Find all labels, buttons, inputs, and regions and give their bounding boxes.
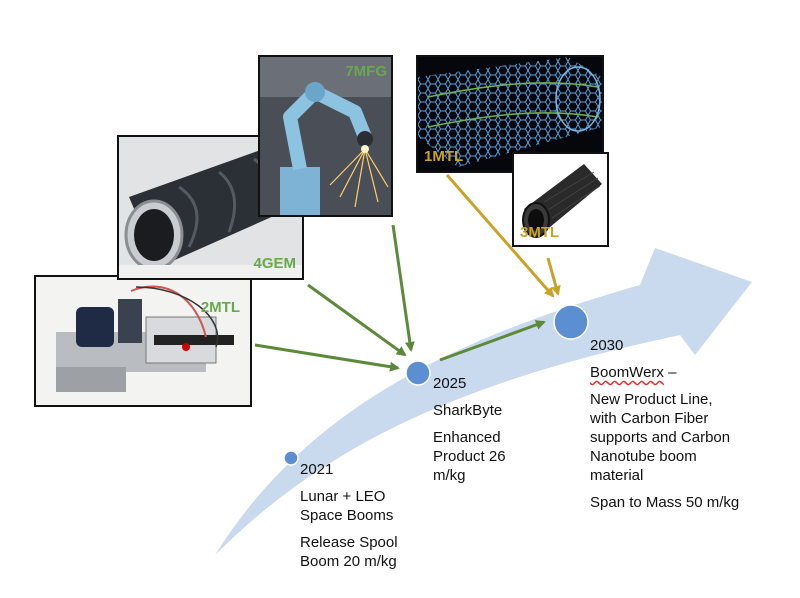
milestone-2030-name-suffix: – [663, 364, 677, 381]
milestone-2030-line4: Nanotube boom [590, 448, 697, 465]
milestone-2030-title: BoomWerx – [590, 363, 739, 382]
milestone-2025-line3: m/kg [433, 467, 466, 484]
milestone-2025-line2: Product 26 [433, 448, 506, 465]
photo-3mtl: 3MTL [512, 152, 609, 247]
milestone-2021-line1: Lunar + LEO [300, 488, 386, 505]
milestone-2025-name: SharkByte [433, 402, 503, 419]
milestone-2025-line1: Enhanced [433, 429, 501, 446]
photo-7mfg: 7MFG [258, 55, 393, 217]
connector-2025-2030 [439, 320, 546, 362]
milestone-2025: 2025 SharkByte Enhanced Product 26 m/kg [433, 374, 506, 485]
connector-2mtl [254, 343, 400, 372]
connector-3mtl [546, 257, 561, 296]
photo-label-1mtl: 1MTL [424, 148, 464, 165]
milestone-2030-line2: with Carbon Fiber [590, 410, 709, 427]
node-2025 [405, 360, 431, 386]
connector-1mtl [445, 174, 555, 298]
photo-label-2mtl: 2MTL [200, 299, 240, 316]
milestone-2021-line4: Boom 20 m/kg [300, 553, 397, 570]
timeline-arrow [215, 248, 752, 555]
milestone-2030-name: BoomWerx [590, 364, 664, 381]
photo-label-4gem: 4GEM [253, 255, 296, 272]
milestone-2021: 2021 Lunar + LEO Space Booms Release Spo… [300, 460, 398, 571]
photo-2mtl: 2MTL [34, 275, 252, 407]
milestone-2030-line1: New Product Line, [590, 391, 713, 408]
milestone-2021-line2: Space Booms [300, 507, 394, 524]
connector-4gem [307, 283, 407, 357]
milestone-2030-line3: supports and Carbon [590, 429, 731, 446]
milestone-2030-line6: Span to Mass 50 m/kg [590, 494, 740, 511]
milestone-2021-line3: Release Spool [300, 534, 398, 551]
node-2030 [553, 304, 589, 340]
milestone-2025-year: 2025 [433, 375, 467, 392]
connector-7mfg [391, 224, 415, 352]
node-2021 [283, 450, 299, 466]
photo-label-7mfg: 7MFG [345, 63, 387, 80]
milestone-2030-line5: material [590, 467, 644, 484]
milestone-2021-year: 2021 [300, 461, 334, 478]
milestone-2030-year: 2030 [590, 337, 624, 354]
photo-label-3mtl: 3MTL [520, 224, 560, 241]
milestone-2030: 2030 BoomWerx – New Product Line, with C… [590, 336, 739, 512]
